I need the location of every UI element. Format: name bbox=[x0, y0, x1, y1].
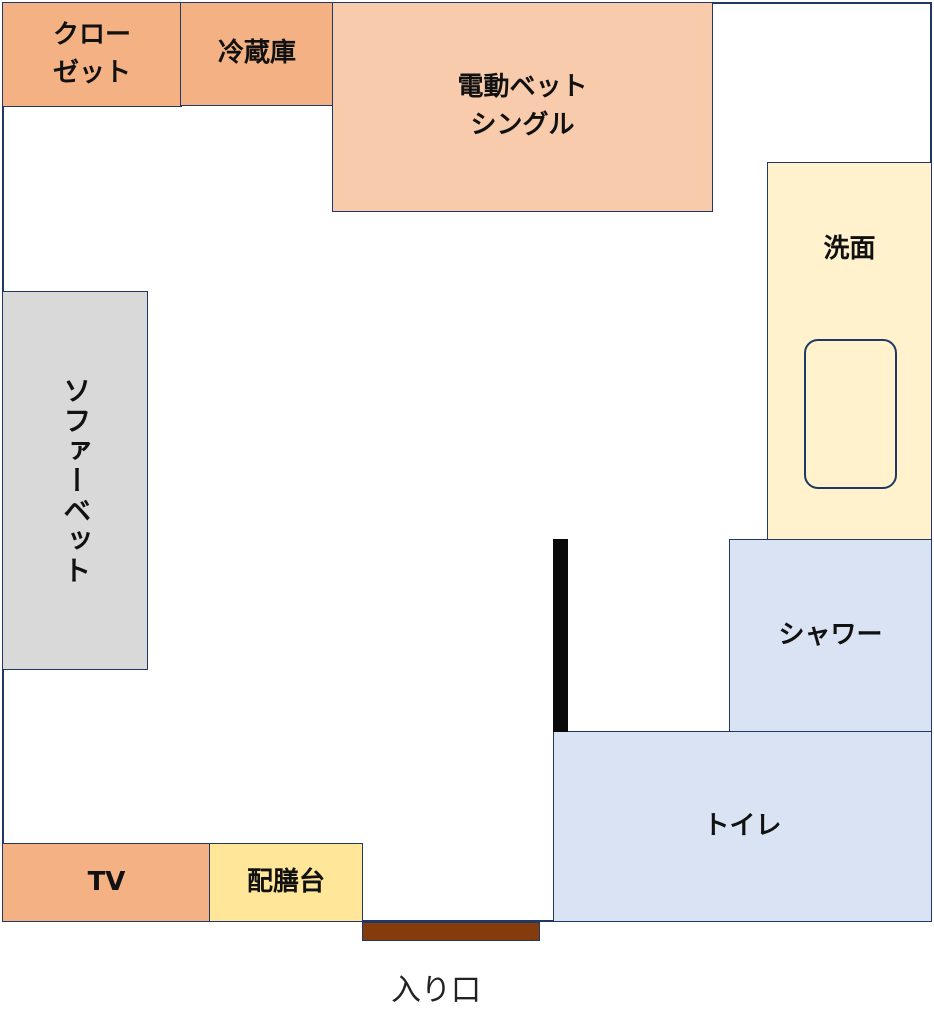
shower: シャワー bbox=[729, 539, 932, 733]
entrance-door bbox=[362, 922, 540, 941]
partition-wall bbox=[553, 539, 568, 732]
washroom-label: 洗面 bbox=[823, 234, 876, 264]
closet: クロー ゼット bbox=[2, 2, 182, 107]
entrance-label: 入り口 bbox=[391, 973, 481, 1008]
washbasin bbox=[804, 339, 897, 489]
serving-table: 配膳台 bbox=[209, 843, 363, 922]
tv: TV bbox=[2, 843, 211, 922]
toilet: トイレ bbox=[553, 731, 932, 922]
fridge: 冷蔵庫 bbox=[180, 2, 334, 106]
sofa-bed: ソファーベット bbox=[2, 291, 148, 670]
washroom: 洗面 bbox=[767, 162, 932, 541]
electric-bed-single: 電動ベット シングル bbox=[332, 2, 713, 212]
